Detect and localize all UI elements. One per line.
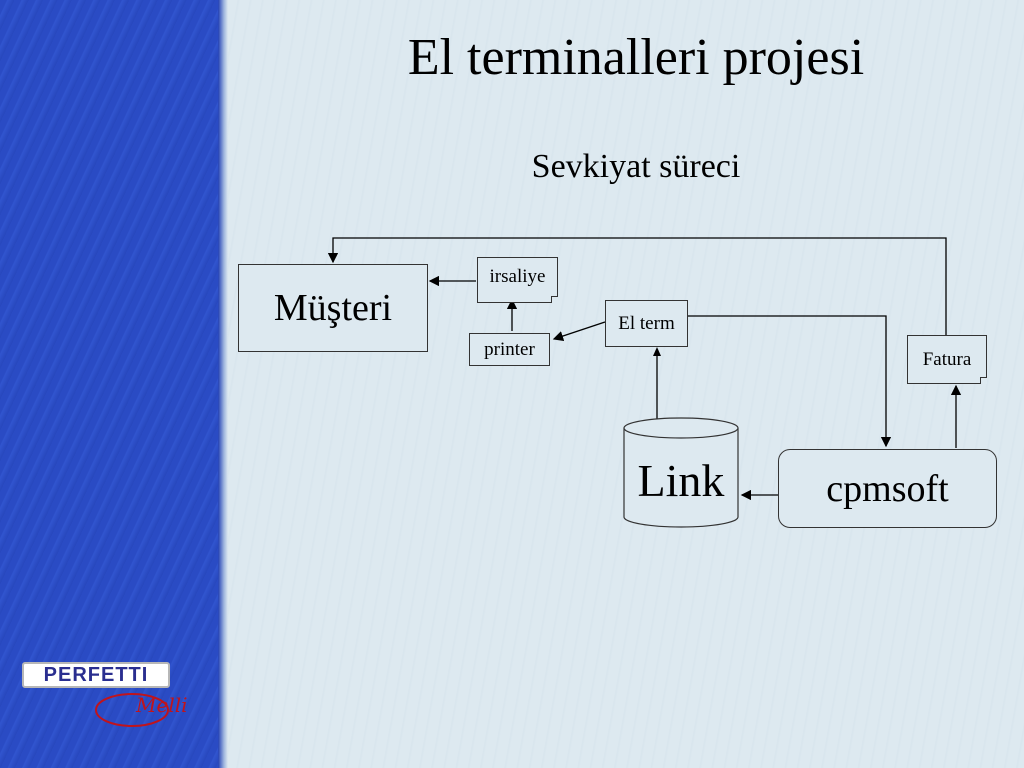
slide-background xyxy=(228,0,1024,768)
node-el-term-label: El term xyxy=(618,312,675,334)
slide-title: El terminalleri projesi xyxy=(407,29,865,86)
sidebar-band xyxy=(0,0,222,768)
node-irsaliye-label: irsaliye xyxy=(489,266,546,287)
sidebar-edge xyxy=(218,0,228,768)
logo-script-mark: Melli xyxy=(95,693,188,727)
node-fatura: Fatura xyxy=(907,335,987,384)
node-cpmsoft: cpmsoft xyxy=(778,449,997,528)
logo-script-text: Melli xyxy=(135,693,188,717)
node-musteri-label: Müşteri xyxy=(273,287,393,329)
node-printer: printer xyxy=(469,333,550,366)
link-cylinder-shape xyxy=(623,417,739,528)
node-fatura-label: Fatura xyxy=(922,348,972,370)
arrow-fatura-to-musteri xyxy=(327,237,947,335)
node-musteri: Müşteri xyxy=(238,264,428,352)
logo-wordmark: PERFETTI xyxy=(22,662,170,688)
arrow-elterm-to-cpmsoft xyxy=(688,315,892,448)
arrow-elterm-to-printer xyxy=(552,321,606,342)
slide-subtitle: Sevkiyat süreci xyxy=(531,148,741,185)
node-printer-label: printer xyxy=(484,338,535,360)
node-cpmsoft-label: cpmsoft xyxy=(826,467,949,510)
node-link-label: Link xyxy=(637,455,725,506)
node-el-term: El term xyxy=(605,300,688,347)
perfetti-logo: PERFETTI Melli xyxy=(22,662,188,732)
node-irsaliye: irsaliye xyxy=(477,257,558,303)
